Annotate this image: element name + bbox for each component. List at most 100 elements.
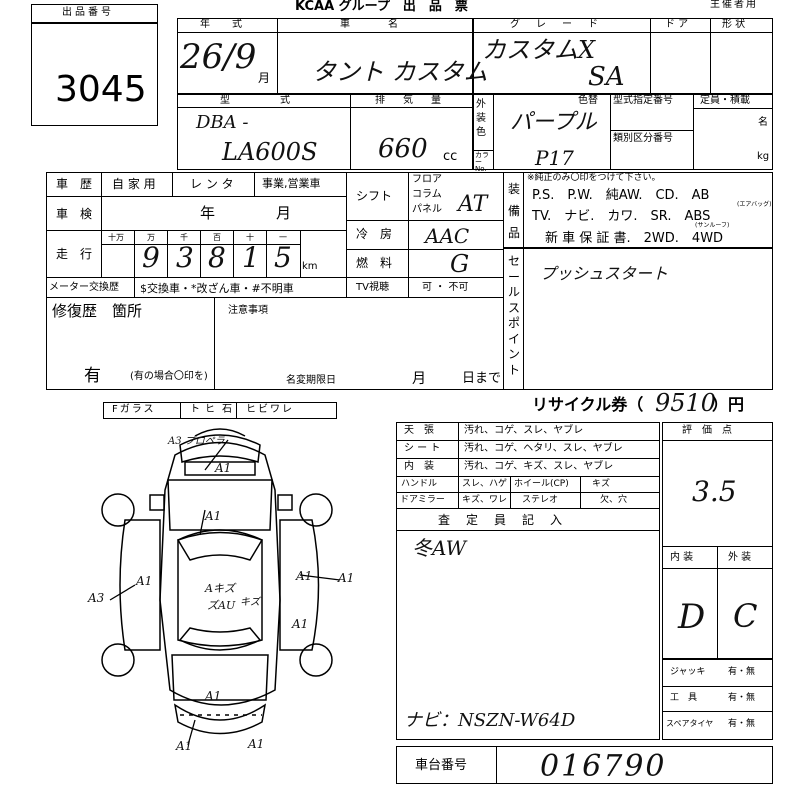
- interior-row-2-options: 汚れ、コゲ、ヘタリ、スレ、ヤブレ: [464, 443, 623, 454]
- ac-label: 冷 房: [356, 227, 393, 241]
- car-rear-window: [178, 627, 262, 651]
- digit-label-100: 百: [213, 233, 221, 242]
- glass-opt-stone: 石: [222, 404, 232, 415]
- doors-label: ド ア: [665, 19, 689, 30]
- diagram-mark-right-outer: A1: [338, 571, 355, 585]
- mirror-label: ドアミラー: [400, 495, 445, 505]
- wheel-rear-left: [101, 643, 135, 677]
- diagram-mark-hood: A1: [205, 509, 222, 523]
- chassis-table: [396, 746, 773, 784]
- diagram-mark-roof-2: ズAU: [207, 599, 236, 612]
- glass-label: Fガラス: [112, 404, 156, 415]
- history-label: 車 歴: [56, 177, 93, 191]
- history-business: 事業,営業車: [262, 177, 321, 190]
- digit-label-1: 一: [279, 233, 287, 242]
- ac-value: AAC: [425, 224, 470, 248]
- car-name-label: 車 名: [340, 19, 404, 30]
- capacity-unit-persons: 名: [758, 117, 768, 128]
- interior-grade-label: 内 装: [670, 552, 694, 563]
- left-mirror: [149, 494, 165, 511]
- diagram-mark-rear-right: A1: [248, 737, 265, 751]
- model-prefix: DBA -: [196, 112, 249, 133]
- stereo-options: 欠、穴: [600, 495, 628, 505]
- history-rental: レ ン タ: [190, 177, 234, 191]
- grade-value-1: カスタムX: [482, 36, 596, 64]
- wheel-front-left: [101, 493, 135, 527]
- inspector-label: 査 定 員 記 入: [438, 513, 565, 527]
- mileage-digit-1k: 3: [176, 241, 194, 274]
- model-value: LA600S: [222, 138, 318, 166]
- grade-label: 評 価 点: [682, 425, 732, 436]
- digit-label-100k: 十万: [108, 233, 124, 242]
- displacement-value: 660: [378, 134, 428, 164]
- inspector-navi: ナビ：NSZN-W64D: [404, 710, 576, 731]
- form-title: KCAA グループ 出 品 票: [295, 0, 468, 14]
- mileage-digit-1: 5: [274, 241, 292, 274]
- repair-has-value: 有: [84, 366, 101, 386]
- model-label: 型 式: [220, 95, 295, 106]
- type-spec-label: 型式指定番号: [613, 95, 673, 106]
- wheel-front-right: [299, 493, 333, 527]
- color-value: パープル: [510, 110, 597, 135]
- exterior-grade-label: 外 装: [728, 552, 752, 563]
- leader-line: [109, 584, 136, 601]
- lot-number-box: [31, 4, 158, 126]
- capacity-unit-kg: kg: [757, 151, 770, 162]
- repair-has-note: (有の場合〇印を): [130, 371, 208, 382]
- class-label: 類別区分番号: [613, 133, 673, 144]
- color-side-label: 外装色: [476, 99, 486, 138]
- repair-label: 修復歴 箇所: [52, 302, 143, 320]
- shape-label: 形 状: [722, 19, 746, 30]
- mileage-digit-10: 1: [242, 241, 260, 274]
- diagram-mark-bumper: A1: [215, 461, 232, 475]
- repair-table: [46, 297, 504, 390]
- car-name-value: タント カスタム: [312, 58, 488, 86]
- wheel-label: ホイール(CP): [514, 479, 569, 489]
- mileage-label: 走 行: [56, 247, 93, 261]
- history-private: 自 家 用: [112, 177, 156, 191]
- mileage-digit-100: 8: [208, 241, 226, 274]
- fuel-value: G: [450, 250, 470, 278]
- fuel-label: 燃 料: [356, 256, 393, 270]
- inspection-year-unit: 年: [200, 204, 216, 222]
- meter-exchange-options: $交換車・*改ざん車・#不明車: [140, 282, 294, 295]
- exterior-grade-value: C: [733, 597, 758, 635]
- tv-label: TV視聴: [356, 282, 389, 293]
- jack-option: 有・無: [728, 667, 756, 677]
- organizer-label: 主催者用: [710, 0, 758, 10]
- handle-label: ハンドル: [401, 479, 438, 489]
- year-month-unit: 月: [258, 71, 271, 85]
- digit-label-10k: 万: [147, 233, 155, 242]
- interior-row-1-label: 天 張: [404, 425, 434, 436]
- year-value: 26/9: [180, 37, 257, 77]
- interior-row-2-label: シ ー ト: [404, 443, 441, 454]
- recycle-unit: ）円: [712, 395, 745, 414]
- diagram-mark-roof-1: Aキズ: [205, 582, 235, 595]
- equipment-ab-sub: (エアバッグ): [737, 201, 772, 208]
- chassis-label: 車台番号: [415, 758, 468, 773]
- wheel-options: キズ: [592, 479, 611, 489]
- interior-grade-value: D: [678, 597, 706, 637]
- diagram-mark-front: A3 プロペラ: [168, 436, 225, 447]
- jack-label: ジャッキ: [670, 667, 706, 677]
- lot-number-label: 出品番号: [62, 7, 114, 18]
- color-change-label: 色替: [578, 95, 598, 106]
- diagram-mark-roof-3: キズ: [240, 597, 260, 608]
- diagram-mark-right-door: A1: [292, 617, 309, 631]
- grade-label: グ レ ー ド: [510, 19, 601, 30]
- diagram-mark-rear: A1: [205, 689, 222, 703]
- name-change-month: 月: [412, 371, 426, 387]
- front-lamp-outline: [194, 428, 246, 437]
- inspector-comment: 冬AW: [412, 536, 467, 560]
- diagram-mark-rear-bottom: A1: [176, 739, 193, 753]
- tools-label: 工 具: [670, 693, 698, 703]
- shift-value: AT: [458, 192, 488, 217]
- tools-option: 有・無: [728, 693, 756, 703]
- recycle-value: 9510: [655, 389, 717, 417]
- glass-opt-crack: ヒビワレ: [246, 404, 294, 415]
- wheel-rear-right: [299, 643, 333, 677]
- chassis-value: 016790: [540, 749, 667, 784]
- car-windshield: [176, 529, 264, 561]
- year-label: 年 式: [200, 19, 248, 30]
- sales-point-side-label: セールスポイント: [508, 254, 521, 377]
